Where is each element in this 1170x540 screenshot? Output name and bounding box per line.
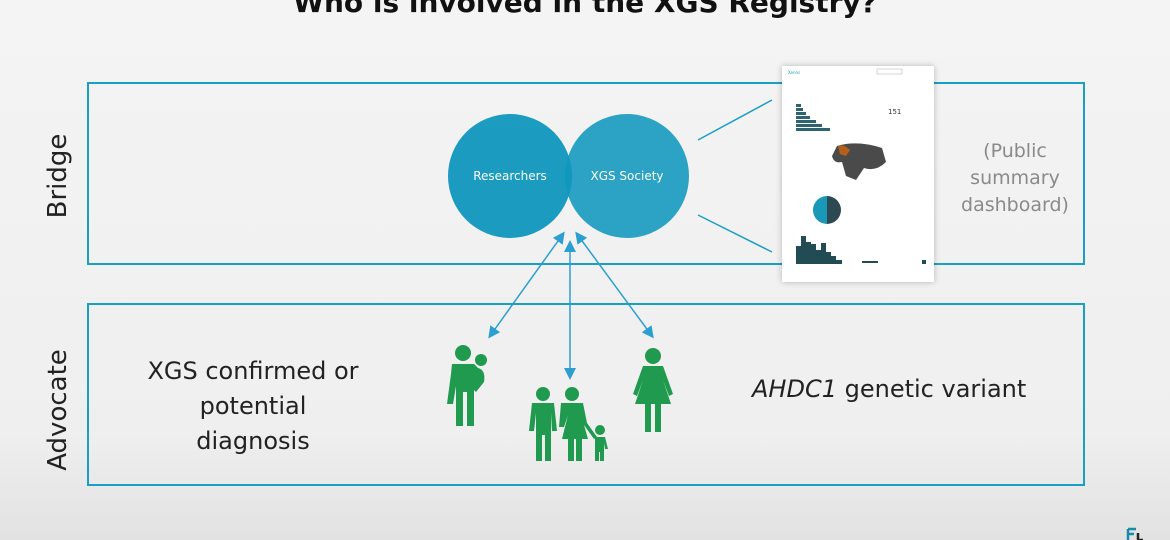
gene-name: AHDC1 bbox=[752, 375, 837, 403]
logo-icon bbox=[1126, 527, 1143, 540]
advocate-box bbox=[87, 303, 1085, 486]
svg-text:Xenos: Xenos bbox=[788, 70, 800, 75]
variant-text: AHDC1 genetic variant bbox=[752, 375, 1026, 403]
slide-title: Who is involved in the XGS Registry? bbox=[293, 0, 877, 19]
arrow-right bbox=[575, 231, 654, 339]
diagnosis-text: XGS confirmed or potential diagnosis bbox=[147, 357, 359, 455]
dashboard-caption: (Public summary dashboard) bbox=[961, 140, 1069, 216]
variant-suffix: genetic variant bbox=[836, 375, 1027, 403]
woman-icon bbox=[633, 348, 673, 432]
researchers-circle: Researchers bbox=[448, 114, 572, 238]
advocate-label: Advocate bbox=[43, 349, 73, 471]
xgs-society-circle: XGS Society bbox=[565, 114, 689, 238]
man-holding-child-icon bbox=[447, 345, 487, 426]
family-icon bbox=[529, 387, 608, 461]
dashboard-count-stat: 151 bbox=[888, 108, 902, 116]
public-dashboard-thumbnail: Xenos 151 bbox=[782, 66, 934, 282]
arrow-left bbox=[488, 231, 565, 339]
